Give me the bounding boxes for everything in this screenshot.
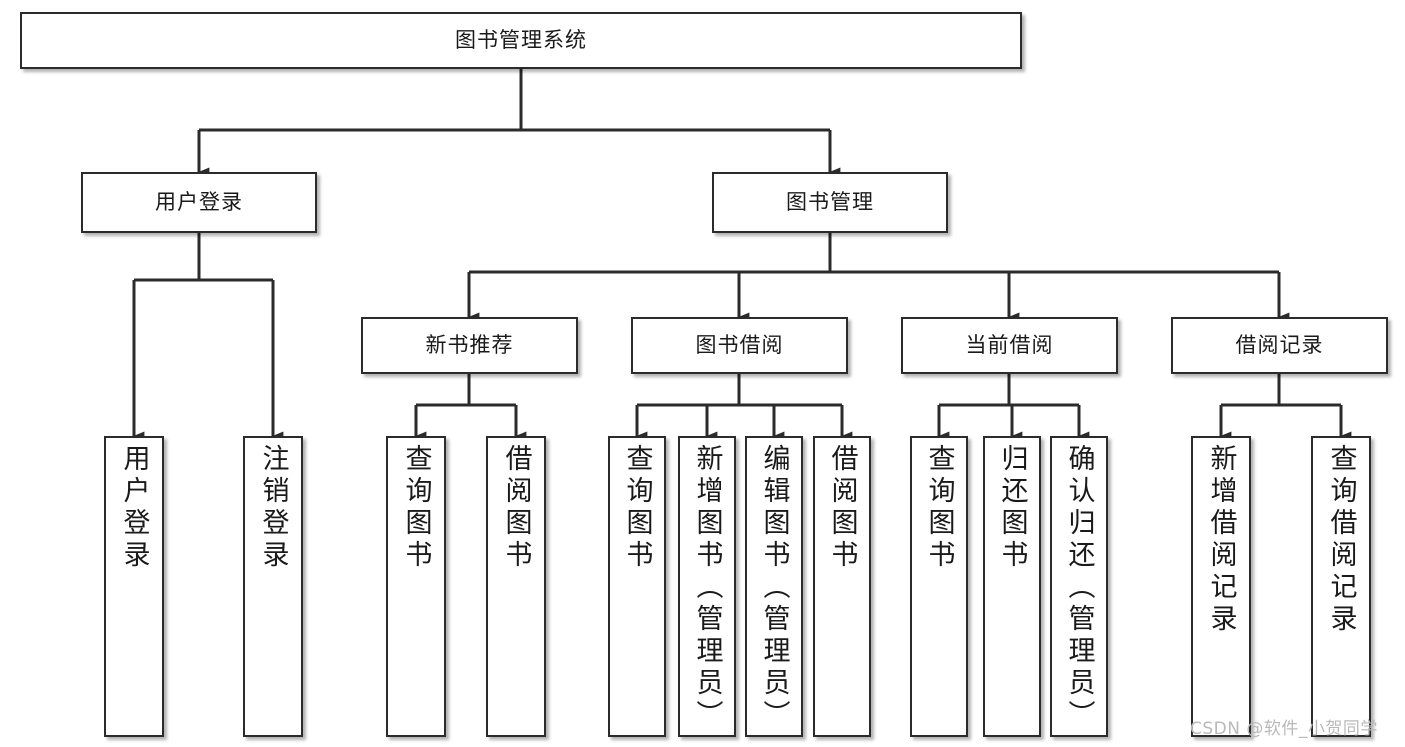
leaf-search-borrow-record[interactable]: 查询借阅记录: [1311, 436, 1371, 737]
node-label: 新增借阅记录: [1205, 444, 1237, 636]
node-label: 归还图书: [996, 444, 1028, 572]
node-label: 注销登录: [257, 444, 289, 572]
node-label: 新增图书（管理员）: [691, 444, 723, 732]
leaf-add-book-admin[interactable]: 新增图书（管理员）: [678, 436, 736, 737]
leaf-logout[interactable]: 注销登录: [243, 436, 303, 737]
node-user-login[interactable]: 用户登录: [81, 172, 317, 233]
node-label: 借阅记录: [1235, 333, 1324, 358]
node-label: 确认归还（管理员）: [1063, 444, 1095, 732]
leaf-borrow-books-new[interactable]: 借阅图书: [486, 436, 546, 737]
node-label: 用户登录: [118, 444, 150, 572]
leaf-add-borrow-record[interactable]: 新增借阅记录: [1191, 436, 1251, 737]
node-new-book-recommendation[interactable]: 新书推荐: [361, 317, 578, 374]
node-label: 当前借阅: [965, 333, 1054, 358]
node-label: 查询图书: [923, 444, 955, 572]
node-label: 新书推荐: [425, 333, 514, 358]
node-label: 查询图书: [400, 444, 432, 572]
node-book-borrowing[interactable]: 图书借阅: [631, 317, 848, 374]
node-label: 借阅图书: [500, 444, 532, 572]
node-label: 查询借阅记录: [1325, 444, 1357, 636]
node-current-borrowing[interactable]: 当前借阅: [901, 317, 1118, 374]
leaf-return-books[interactable]: 归还图书: [983, 436, 1041, 737]
leaf-user-login[interactable]: 用户登录: [104, 436, 164, 737]
node-root-book-management-system[interactable]: 图书管理系统: [20, 12, 1022, 69]
leaf-edit-book-admin[interactable]: 编辑图书（管理员）: [745, 436, 803, 737]
leaf-search-books-borrow[interactable]: 查询图书: [608, 436, 666, 737]
node-book-management[interactable]: 图书管理: [712, 172, 948, 233]
node-borrowing-records[interactable]: 借阅记录: [1171, 317, 1388, 374]
node-label: 借阅图书: [826, 444, 858, 572]
node-label: 图书借阅: [695, 333, 784, 358]
node-label: 查询图书: [621, 444, 653, 572]
leaf-search-books-current[interactable]: 查询图书: [910, 436, 968, 737]
node-label: 用户登录: [155, 190, 243, 215]
node-label: 图书管理系统: [455, 28, 587, 53]
leaf-search-books-new[interactable]: 查询图书: [386, 436, 446, 737]
node-label: 图书管理: [786, 190, 874, 215]
node-label: 编辑图书（管理员）: [758, 444, 790, 732]
leaf-confirm-return-admin[interactable]: 确认归还（管理员）: [1050, 436, 1108, 737]
leaf-borrow-books[interactable]: 借阅图书: [813, 436, 871, 737]
